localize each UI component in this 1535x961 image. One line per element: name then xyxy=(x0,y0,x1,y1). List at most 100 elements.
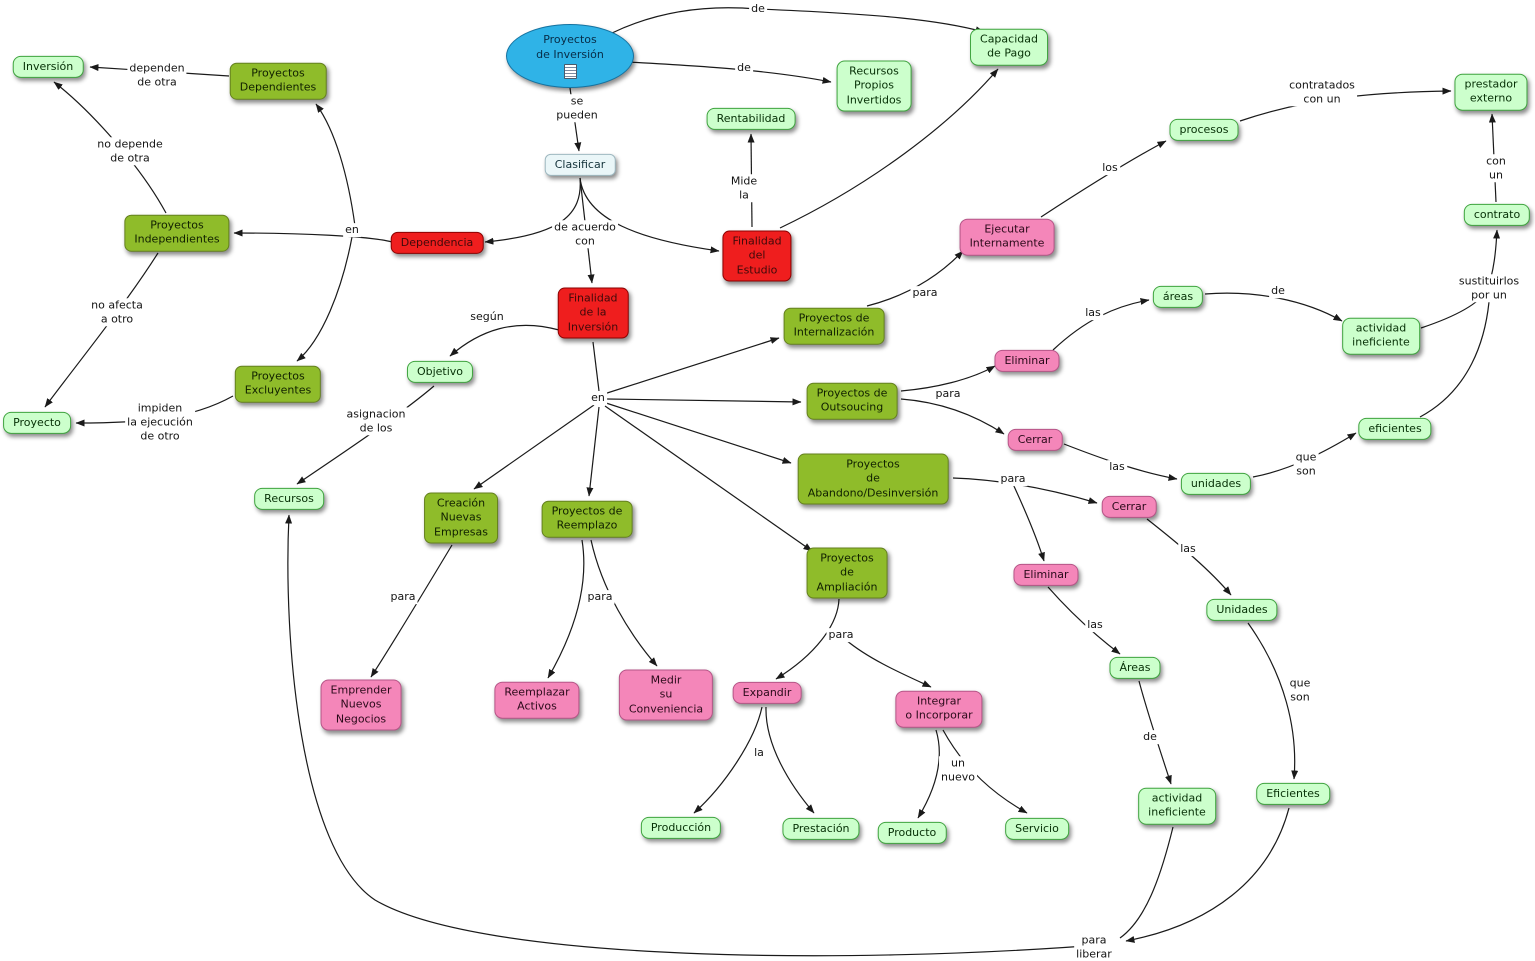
edge-label-asignacion-de-los: asignacion de los xyxy=(344,407,408,435)
edge-label-se-pueden: se pueden xyxy=(554,94,600,122)
node-finalidad-de-la-inversion[interactable]: Finalidad de la Inversión xyxy=(557,287,629,339)
node-proyectos-excluyentes[interactable]: Proyectos Excluyentes xyxy=(234,365,322,403)
edge-line-21 xyxy=(604,405,813,552)
node-rentabilidad[interactable]: Rentabilidad xyxy=(706,107,796,131)
node-label: Creación Nuevas Empresas xyxy=(434,496,488,539)
edge-label-dependen-de-otra: dependen de otra xyxy=(127,61,187,89)
edge-label-las-3: las xyxy=(1178,542,1198,556)
edge-label-las-2: las xyxy=(1107,460,1127,474)
node-areas-1[interactable]: áreas xyxy=(1152,285,1204,309)
edge-label-los: los xyxy=(1100,161,1120,175)
node-proyecto[interactable]: Proyecto xyxy=(3,411,71,435)
node-prestacion[interactable]: Prestación xyxy=(782,817,860,841)
node-contrato[interactable]: contrato xyxy=(1463,203,1531,227)
node-eficientes-2[interactable]: Eficientes xyxy=(1256,782,1330,806)
node-label: Finalidad del Estudio xyxy=(732,234,782,277)
node-expandir[interactable]: Expandir xyxy=(732,681,802,705)
edge-line-36 xyxy=(952,477,1098,504)
edge-label-las-4: las xyxy=(1085,618,1105,632)
node-label: Proyectos de Outsoucing xyxy=(816,386,888,414)
node-actividad-ineficiente-1[interactable]: actividad ineficiente xyxy=(1342,317,1420,355)
node-proyectos-de-reemplazo[interactable]: Proyectos de Reemplazo xyxy=(541,500,633,538)
node-eliminar-2[interactable]: Eliminar xyxy=(1013,563,1079,587)
node-actividad-ineficiente-2[interactable]: actividad ineficiente xyxy=(1138,787,1216,825)
node-label: Eficientes xyxy=(1266,786,1320,800)
node-cerrar-2[interactable]: Cerrar xyxy=(1101,495,1157,519)
node-proyectos-de-ampliacion[interactable]: Proyectos de Ampliación xyxy=(806,547,888,599)
node-label: Finalidad de la Inversión xyxy=(567,291,619,334)
edge-line-18 xyxy=(603,337,780,395)
edge-label-sustituirlos-por-un: sustituirlos por un xyxy=(1456,274,1522,302)
edge-label-con-un: con un xyxy=(1484,154,1508,182)
node-procesos[interactable]: procesos xyxy=(1169,118,1239,142)
node-eliminar-1[interactable]: Eliminar xyxy=(994,349,1060,373)
node-label: Proyectos de Inversión xyxy=(536,33,604,61)
node-creacion-nuevas-empresas[interactable]: Creación Nuevas Empresas xyxy=(424,492,498,544)
node-recursos-propios-invertidos[interactable]: Recursos Propios Invertidos xyxy=(836,60,912,112)
node-capacidad-de-pago[interactable]: Capacidad de Pago xyxy=(970,28,1048,66)
node-ejecutar-internamente[interactable]: Ejecutar Internamente xyxy=(959,218,1055,256)
edge-label-de-acuerdo-con: de acuerdo con xyxy=(552,220,618,248)
node-label: actividad ineficiente xyxy=(1352,321,1410,349)
node-label: Proyectos Excluyentes xyxy=(244,369,312,397)
node-label: Eliminar xyxy=(1023,567,1069,581)
edge-line-52 xyxy=(547,539,585,679)
node-produccion[interactable]: Producción xyxy=(640,816,722,840)
node-label: actividad ineficiente xyxy=(1148,791,1206,819)
node-label: Rentabilidad xyxy=(716,111,786,125)
edge-label-para-5: para xyxy=(585,590,615,604)
node-proyectos-de-internalizacion[interactable]: Proyectos de Internalización xyxy=(783,307,885,345)
node-label: prestador externo xyxy=(1464,77,1518,105)
node-unidades-1[interactable]: unidades xyxy=(1180,472,1252,496)
edge-line-43 xyxy=(1125,807,1290,943)
node-label: Producción xyxy=(650,820,712,834)
node-dependencia[interactable]: Dependencia xyxy=(390,231,484,255)
edge-label-para-6: para xyxy=(826,628,856,642)
node-label: Áreas xyxy=(1119,660,1151,674)
node-label: Emprender Nuevos Negocios xyxy=(330,683,392,726)
node-finalidad-del-estudio[interactable]: Finalidad del Estudio xyxy=(722,230,792,282)
node-reemplazar-activos[interactable]: Reemplazar Activos xyxy=(494,681,580,719)
node-label: Producto xyxy=(887,825,937,839)
node-servicio[interactable]: Servicio xyxy=(1005,817,1069,841)
node-prestador-externo[interactable]: prestador externo xyxy=(1454,73,1528,111)
edge-line-23 xyxy=(586,406,600,497)
node-label: Proyectos de Ampliación xyxy=(816,551,878,594)
edge-label-para-2: para xyxy=(933,387,963,401)
node-clasificar[interactable]: Clasificar xyxy=(544,153,616,177)
edge-line-15 xyxy=(449,324,560,357)
edge-line-7 xyxy=(315,103,356,227)
node-objetivo[interactable]: Objetivo xyxy=(406,360,474,384)
node-label: Medir su Conveniencia xyxy=(628,673,704,716)
node-unidades-2[interactable]: Unidades xyxy=(1206,598,1278,622)
node-label: áreas xyxy=(1162,289,1194,303)
edge-line-29 xyxy=(1419,301,1490,418)
node-label: Recursos xyxy=(264,491,314,505)
node-label: Eliminar xyxy=(1004,353,1050,367)
edge-label-impiden-la-ejecucion-de-otro: impiden la ejecución de otro xyxy=(125,401,195,443)
node-recursos[interactable]: Recursos xyxy=(254,487,324,511)
edge-label-las-1: las xyxy=(1083,306,1103,320)
edge-label-en-2: en xyxy=(589,391,607,405)
node-inversion[interactable]: Inversión xyxy=(12,55,84,79)
node-medir-su-conveniencia[interactable]: Medir su Conveniencia xyxy=(618,669,714,721)
edge-line-4 xyxy=(579,177,720,254)
node-emprender-nuevos-negocios[interactable]: Emprender Nuevos Negocios xyxy=(320,679,402,731)
node-eficientes-1[interactable]: eficientes xyxy=(1358,417,1432,441)
node-proyectos-dependientes[interactable]: Proyectos Dependientes xyxy=(229,62,327,100)
edge-label-para-liberar: para liberar xyxy=(1074,933,1114,961)
node-cerrar-1[interactable]: Cerrar xyxy=(1007,428,1063,452)
node-proyectos-de-outsoucing[interactable]: Proyectos de Outsoucing xyxy=(806,382,898,420)
edge-line-30 xyxy=(900,365,996,392)
node-integrar-o-incorporar[interactable]: Integrar o Incorporar xyxy=(895,690,983,728)
edge-label-de-4: de xyxy=(1141,730,1159,744)
edge-line-22 xyxy=(473,404,595,490)
edge-line-25 xyxy=(1040,140,1167,218)
node-proyectos-de-abandono-desinversion[interactable]: Proyectos de Abandono/Desinversión xyxy=(797,453,949,505)
edge-line-11 xyxy=(44,252,159,408)
node-proyectos-de-inversion[interactable]: Proyectos de Inversión xyxy=(506,24,634,88)
node-areas-2[interactable]: Áreas xyxy=(1109,656,1161,680)
node-proyectos-independientes[interactable]: Proyectos Independientes xyxy=(124,214,230,252)
node-producto[interactable]: Producto xyxy=(877,821,947,845)
